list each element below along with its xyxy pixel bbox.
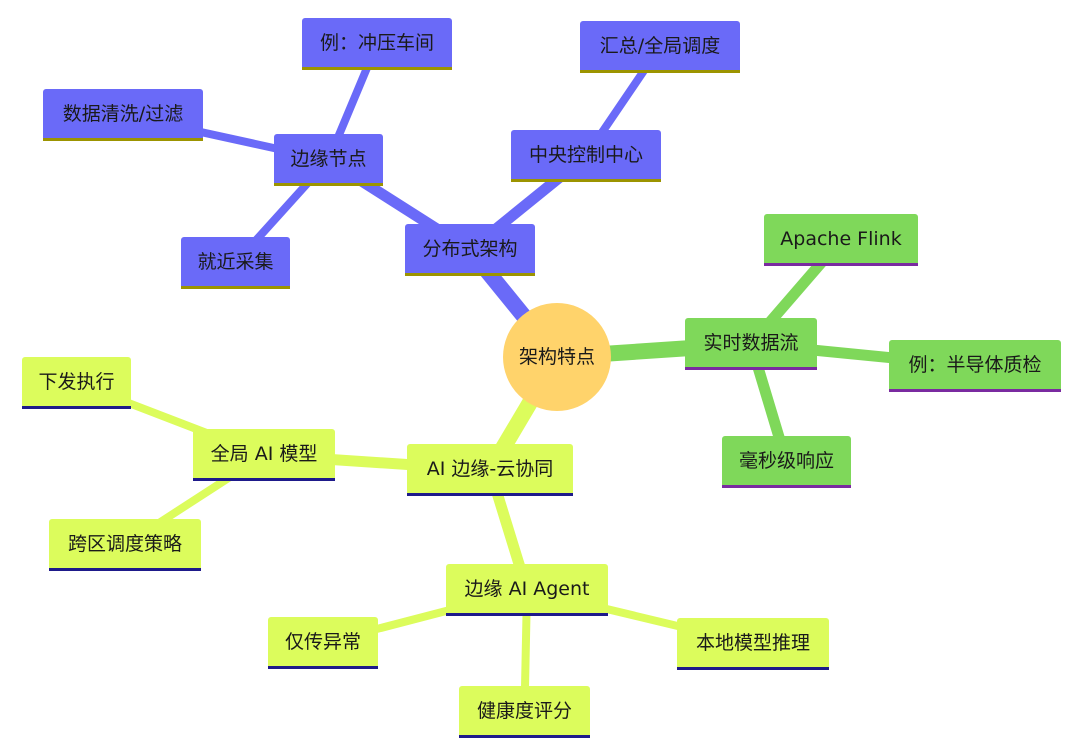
node-box: [302, 18, 452, 70]
node-label: 边缘 AI Agent: [465, 578, 590, 600]
node-dispatch-exec[interactable]: 下发执行: [22, 357, 131, 409]
node-edge-agent[interactable]: 边缘 AI Agent: [446, 564, 608, 616]
node-label: AI 边缘-云协同: [427, 458, 554, 480]
node-box: [193, 429, 335, 481]
node-root[interactable]: 架构特点: [503, 303, 611, 411]
node-realtime[interactable]: 实时数据流: [685, 318, 817, 370]
node-health-score[interactable]: 健康度评分: [459, 686, 590, 738]
node-box: [274, 134, 383, 186]
node-label: 例：冲压车间: [320, 32, 434, 54]
root-circle: [503, 303, 611, 411]
node-box: [685, 318, 817, 370]
node-label: 毫秒级响应: [739, 450, 834, 472]
node-box: [446, 564, 608, 616]
node-box: [181, 237, 290, 289]
node-label: 全局 AI 模型: [211, 443, 318, 465]
node-edge-node[interactable]: 边缘节点: [274, 134, 383, 186]
node-box: [49, 519, 201, 571]
node-anomaly-only[interactable]: 仅传异常: [268, 617, 378, 669]
node-apache-flink[interactable]: Apache Flink: [764, 214, 918, 266]
node-box: [511, 130, 661, 182]
node-label: 健康度评分: [477, 700, 572, 722]
node-data-cleaning[interactable]: 数据清洗/过滤: [43, 89, 203, 141]
node-box: [405, 224, 535, 276]
node-distributed[interactable]: 分布式架构: [405, 224, 535, 276]
node-label: 分布式架构: [422, 238, 517, 260]
node-label: 跨区调度策略: [68, 533, 182, 555]
node-label: 例：半导体质检: [908, 354, 1041, 376]
node-label: 边缘节点: [290, 148, 366, 170]
node-box: [268, 617, 378, 669]
node-global-model[interactable]: 全局 AI 模型: [193, 429, 335, 481]
node-box: [459, 686, 590, 738]
node-label: 实时数据流: [703, 332, 798, 354]
node-label: 就近采集: [197, 251, 273, 273]
node-global-scheduling[interactable]: 汇总/全局调度: [580, 21, 740, 73]
node-box: [580, 21, 740, 73]
root-label: 架构特点: [519, 346, 595, 368]
node-box: [43, 89, 203, 141]
node-label: 中央控制中心: [529, 144, 643, 166]
node-box: [22, 357, 131, 409]
node-label: 汇总/全局调度: [600, 35, 720, 57]
node-edge-cloud[interactable]: AI 边缘-云协同: [407, 444, 573, 496]
node-box: [889, 340, 1061, 392]
node-nearby-collection[interactable]: 就近采集: [181, 237, 290, 289]
node-central-control[interactable]: 中央控制中心: [511, 130, 661, 182]
node-label: 仅传异常: [285, 631, 361, 653]
node-label: 下发执行: [38, 371, 114, 393]
node-ms-response[interactable]: 毫秒级响应: [722, 436, 851, 488]
node-label: Apache Flink: [780, 228, 901, 250]
node-label: 本地模型推理: [696, 632, 810, 654]
node-example-semiconductor[interactable]: 例：半导体质检: [889, 340, 1061, 392]
node-box: [722, 436, 851, 488]
node-box: [764, 214, 918, 266]
node-example-stamping[interactable]: 例：冲压车间: [302, 18, 452, 70]
node-label: 数据清洗/过滤: [63, 103, 183, 125]
node-local-inference[interactable]: 本地模型推理: [677, 618, 829, 670]
node-cross-region[interactable]: 跨区调度策略: [49, 519, 201, 571]
node-box: [407, 444, 573, 496]
node-box: [677, 618, 829, 670]
